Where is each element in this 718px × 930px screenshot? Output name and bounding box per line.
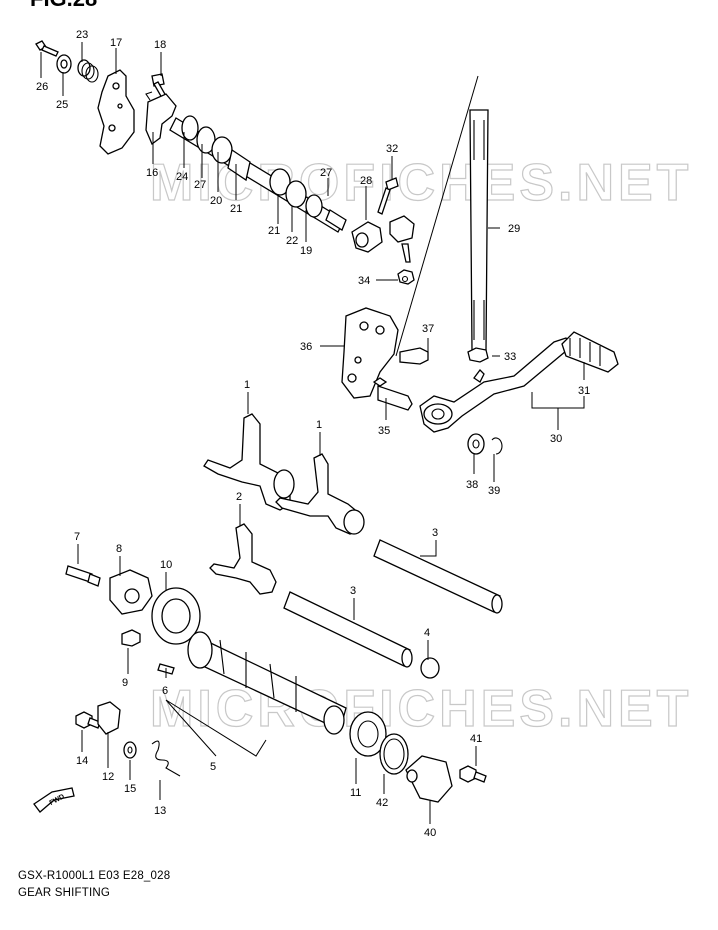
part-39-circlip[interactable] [491,437,503,455]
callout-12[interactable]: 12 [102,771,114,783]
callout-37[interactable]: 37 [422,323,434,335]
callout-38[interactable]: 38 [466,479,478,491]
callout-6[interactable]: 6 [162,685,168,697]
part-38-washer[interactable] [467,433,485,455]
part-10-bearing[interactable] [151,587,201,645]
leader-lines [40,42,585,824]
part-14-bolt[interactable] [75,711,101,729]
callout-23[interactable]: 23 [76,29,88,41]
callout-1b[interactable]: 1 [316,419,322,431]
part-30-gearshift-lever[interactable] [419,337,573,433]
callout-5[interactable]: 5 [210,761,216,773]
callout-25[interactable]: 25 [56,99,68,111]
part-15-washer[interactable] [123,741,137,759]
part-26-bolt[interactable] [35,40,59,57]
callout-14[interactable]: 14 [76,755,88,767]
part-17-cam-stopper-plate[interactable] [97,69,135,155]
callout-36[interactable]: 36 [300,341,312,353]
callout-11[interactable]: 11 [350,787,361,799]
callout-4[interactable]: 4 [424,627,430,639]
callout-8[interactable]: 8 [116,543,122,555]
callout-10[interactable]: 10 [160,559,172,571]
callout-3b[interactable]: 3 [350,585,356,597]
part-8-gearshift-cam-plate[interactable] [109,569,153,615]
callout-42[interactable]: 42 [376,797,388,809]
callout-9[interactable]: 9 [122,677,128,689]
callout-40[interactable]: 40 [424,827,436,839]
part-5-gearshift-cam[interactable] [187,631,347,735]
model-code: GSX-R1000L1 E03 E28_028 [18,870,171,882]
callout-30[interactable]: 30 [550,433,562,445]
part-25-washer[interactable] [56,54,72,74]
part-13-spring[interactable] [151,740,181,777]
watermark-bottom: MICROFICHES.NET [150,680,692,738]
part-7-pin[interactable] [65,565,101,587]
callout-16[interactable]: 16 [146,167,158,179]
part-35-pivot-bolt[interactable] [372,377,413,411]
callout-27[interactable]: 27 [194,179,206,191]
part-34-nut[interactable] [397,269,415,285]
callout-21b[interactable]: 21 [268,225,280,237]
part-29-shift-rod[interactable] [395,75,489,357]
callout-20[interactable]: 20 [210,195,222,207]
callout-labels[interactable]: 26 25 23 17 18 16 24 27 20 21 21 22 19 2… [36,29,590,839]
callout-22[interactable]: 22 [286,235,298,247]
callout-39[interactable]: 39 [488,485,500,497]
part-9-bolt[interactable] [121,629,141,647]
callout-32[interactable]: 32 [386,143,398,155]
gearshift-shaft[interactable] [169,115,347,233]
part-16-shift-arm[interactable] [145,91,177,146]
callout-29[interactable]: 29 [508,223,520,235]
callout-1[interactable]: 1 [244,379,250,391]
part-40-stopper[interactable] [405,755,453,803]
part-3-fork-shaft-lower[interactable] [283,591,413,668]
callout-18[interactable]: 18 [154,39,166,51]
part-28-lever-clamp[interactable] [351,221,383,253]
callout-24[interactable]: 24 [176,171,188,183]
callout-3[interactable]: 3 [432,527,438,539]
figure-title: FIG.28 [30,0,97,12]
callout-13[interactable]: 13 [154,805,166,817]
part-32-bolt[interactable] [377,177,399,215]
callout-19[interactable]: 19 [300,245,312,257]
part-12-plate[interactable] [97,701,121,735]
callout-17[interactable]: 17 [110,37,122,49]
callout-7[interactable]: 7 [74,531,80,543]
callout-2[interactable]: 2 [236,491,242,503]
part-36-footrest-bracket[interactable] [341,307,399,399]
part-1-shift-fork-lower[interactable] [275,453,365,535]
callout-21[interactable]: 21 [230,203,242,215]
part-4-plug[interactable] [420,657,440,679]
part-41-bolt[interactable] [459,765,487,783]
section-title: GEAR SHIFTING [18,887,111,899]
front-direction-arrow: FWD [33,787,75,813]
callout-35[interactable]: 35 [378,425,390,437]
part-3-fork-shaft-upper[interactable] [373,539,503,614]
callout-33[interactable]: 33 [504,351,516,363]
callout-26[interactable]: 26 [36,81,48,93]
part-2-shift-fork-center[interactable] [209,523,277,595]
part-33-nut[interactable] [467,347,489,363]
callout-28[interactable]: 28 [360,175,372,187]
callout-41[interactable]: 41 [470,733,482,745]
shift-shaft-assembly [35,40,415,285]
part-31-shift-rubber[interactable] [561,331,619,373]
part-11-bearing[interactable] [349,711,387,757]
part-28-rod-joint[interactable] [389,215,415,263]
part-37-bolt[interactable] [399,347,429,365]
callout-34[interactable]: 34 [358,275,370,287]
part-23-spring[interactable] [77,59,99,83]
part-42-washer[interactable] [379,733,409,775]
callout-15[interactable]: 15 [124,783,136,795]
callout-31[interactable]: 31 [578,385,590,397]
part-1-shift-fork-upper[interactable] [203,413,295,511]
callout-27b[interactable]: 27 [320,167,332,179]
